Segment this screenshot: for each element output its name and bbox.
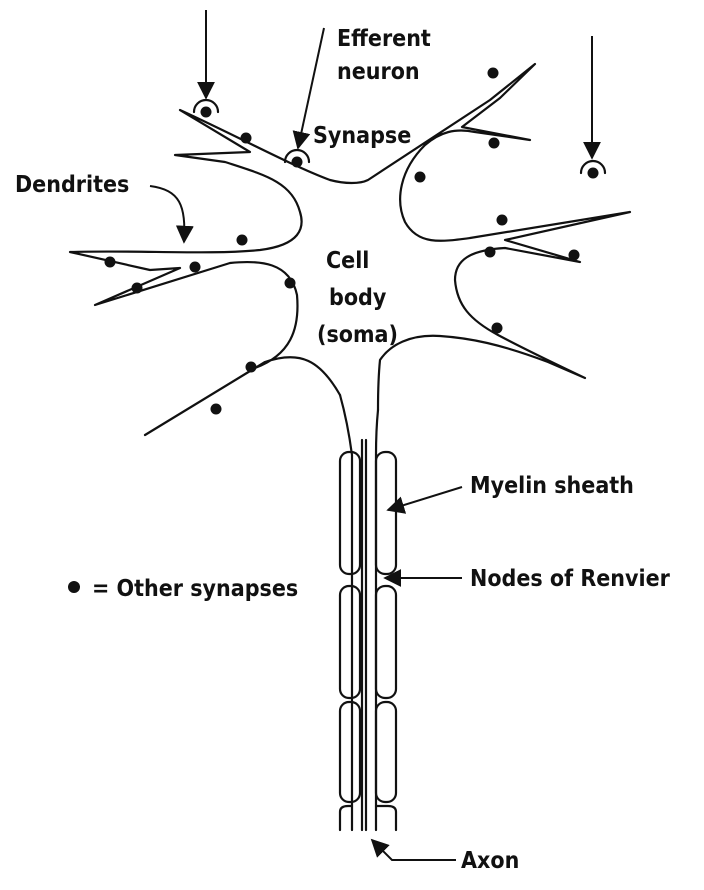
myelin-sheath-label: Myelin sheath: [470, 473, 634, 499]
myelin-sheath-pointer: [388, 487, 462, 510]
myelin-sheath-segments: [340, 452, 396, 830]
dendrites-pointer: [150, 186, 184, 242]
other-synapses-legend-label: = Other synapses: [92, 576, 298, 602]
legend-synapse-dot: [68, 581, 80, 593]
synapse-label: Synapse: [313, 123, 411, 149]
cell-body-label-line2: body: [329, 285, 387, 311]
nodes-of-renvier-label: Nodes of Renvier: [470, 566, 671, 592]
axon-left-outline: [340, 395, 352, 830]
axon-pointer: [372, 840, 456, 860]
cell-body-label-line1: Cell: [326, 248, 369, 274]
cell-body-label-line3: (soma): [317, 322, 398, 348]
efferent-synapse-left: [194, 10, 218, 118]
dendrites-label: Dendrites: [15, 172, 129, 198]
efferent-neuron-label-line2: neuron: [337, 59, 420, 85]
axon-label: Axon: [461, 848, 519, 874]
efferent-synapse-right: [581, 36, 605, 179]
efferent-neuron-label-line1: Efferent: [337, 26, 431, 52]
